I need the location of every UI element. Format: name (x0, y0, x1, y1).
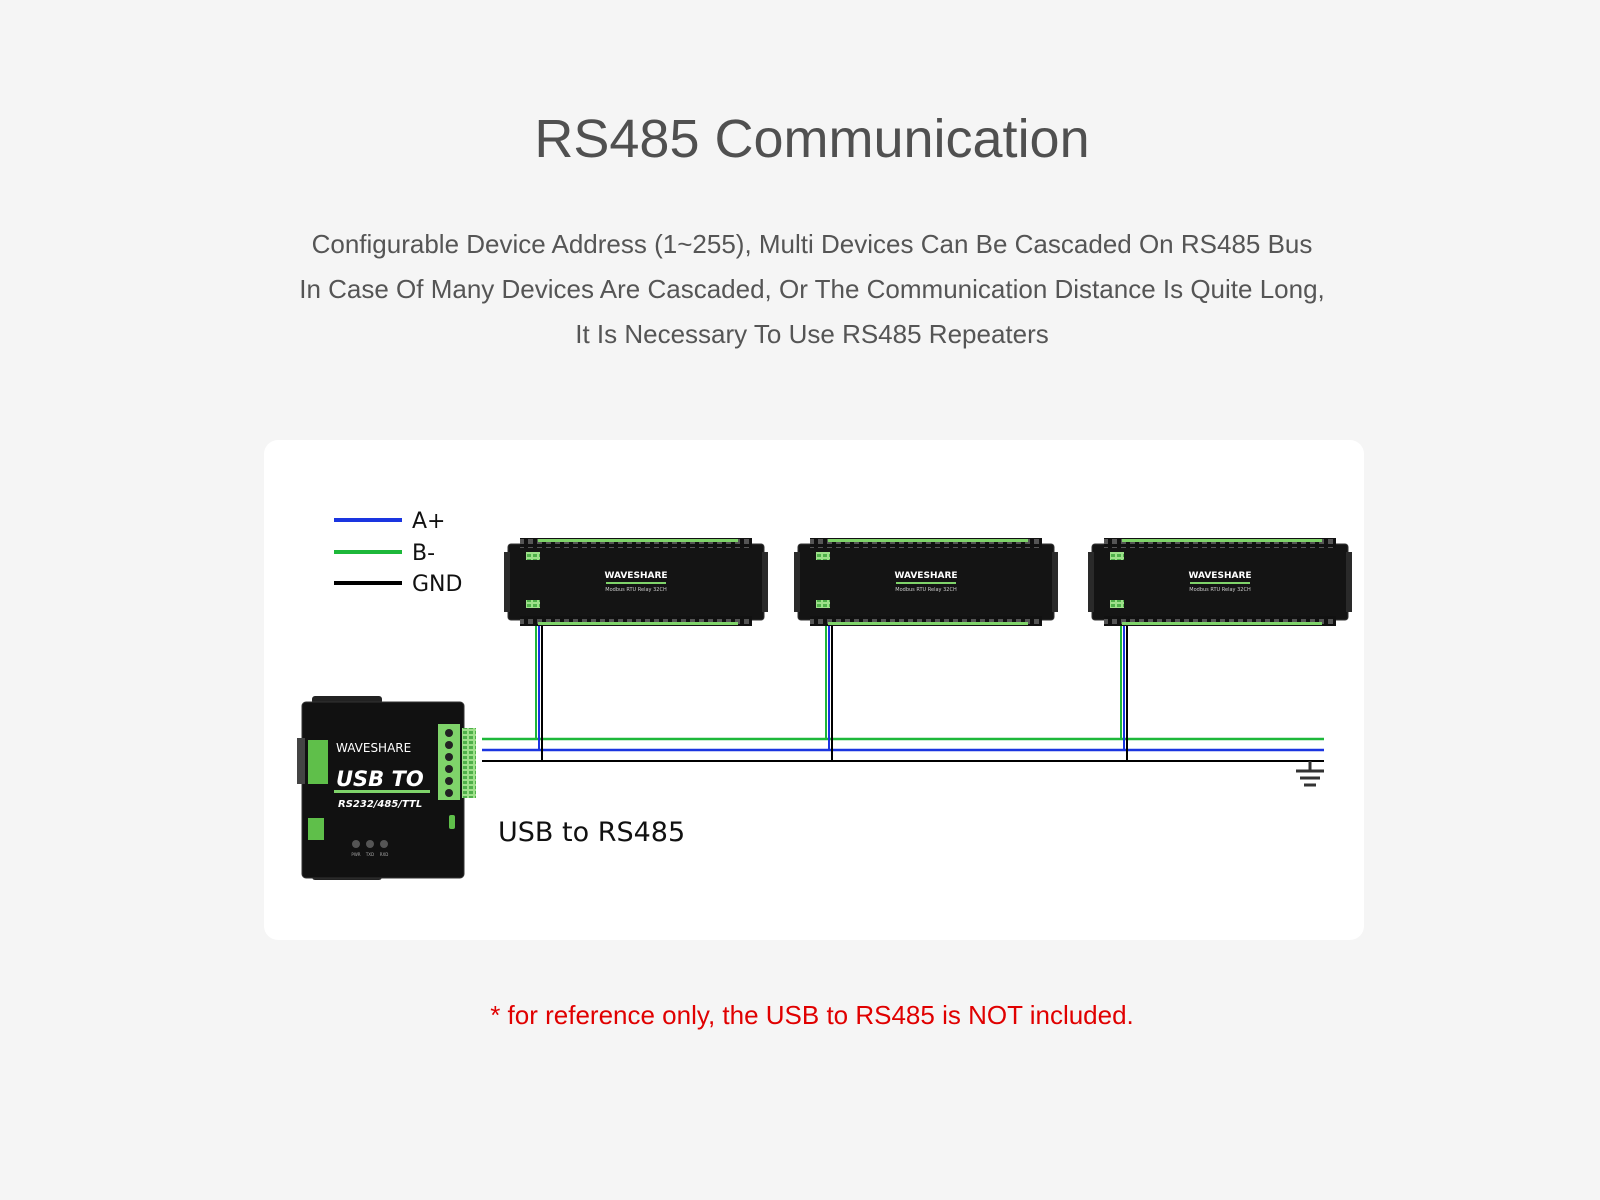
relay-module-3-brand: WAVESHARE (1188, 571, 1251, 581)
description-line-1: Configurable Device Address (1~255), Mul… (311, 229, 1313, 259)
description: Configurable Device Address (1~255), Mul… (0, 222, 1600, 357)
converter-led-pwr: PWR (351, 852, 360, 857)
drop-cable-1 (535, 620, 543, 761)
legend-label-a-plus: A+ (412, 509, 445, 534)
relay-module-2-model: Modbus RTU Relay 32CH (895, 587, 957, 593)
relay-module-3-model: Modbus RTU Relay 32CH (1189, 587, 1251, 593)
drop-cable-3 (1120, 620, 1128, 761)
converter-model-main: USB TO (336, 767, 424, 791)
rs485-bus (482, 737, 1324, 762)
description-line-3: It Is Necessary To Use RS485 Repeaters (575, 319, 1049, 349)
relay-module-2: WAVESHARE Modbus RTU Relay 32CH (794, 538, 1058, 626)
relay-module-2-brand: WAVESHARE (894, 571, 957, 581)
usb-converter: WAVESHARE USB TO RS232/485/TTL PWR TXD R… (297, 696, 476, 880)
legend-label-gnd: GND (412, 572, 462, 597)
wiring-diagram: A+ B- GND (297, 509, 1352, 880)
legend: A+ B- GND (334, 509, 462, 597)
wiring-diagram-card: A+ B- GND (264, 440, 1364, 940)
reference-note: * for reference only, the USB to RS485 i… (490, 1000, 1134, 1030)
drop-cables (535, 620, 1128, 761)
description-line-2: In Case Of Many Devices Are Cascaded, Or… (299, 274, 1325, 304)
relay-module-1: WAVESHARE Modbus RTU Relay 32CH (504, 538, 768, 626)
relay-module-3: WAVESHARE Modbus RTU Relay 32CH (1088, 538, 1352, 626)
converter-led-txd: TXD (365, 852, 374, 857)
converter-brand: WAVESHARE (336, 741, 411, 755)
drop-cable-2 (825, 620, 833, 761)
converter-model-sub: RS232/485/TTL (338, 799, 422, 810)
page-title: RS485 Communication (534, 109, 1090, 169)
relay-module-1-brand: WAVESHARE (604, 571, 667, 581)
relay-module-1-model: Modbus RTU Relay 32CH (605, 587, 667, 593)
legend-label-b-minus: B- (412, 541, 435, 566)
converter-caption: USB to RS485 (498, 817, 685, 848)
converter-led-rxd: RXD (380, 852, 389, 857)
ground-symbol-icon (1296, 761, 1324, 787)
